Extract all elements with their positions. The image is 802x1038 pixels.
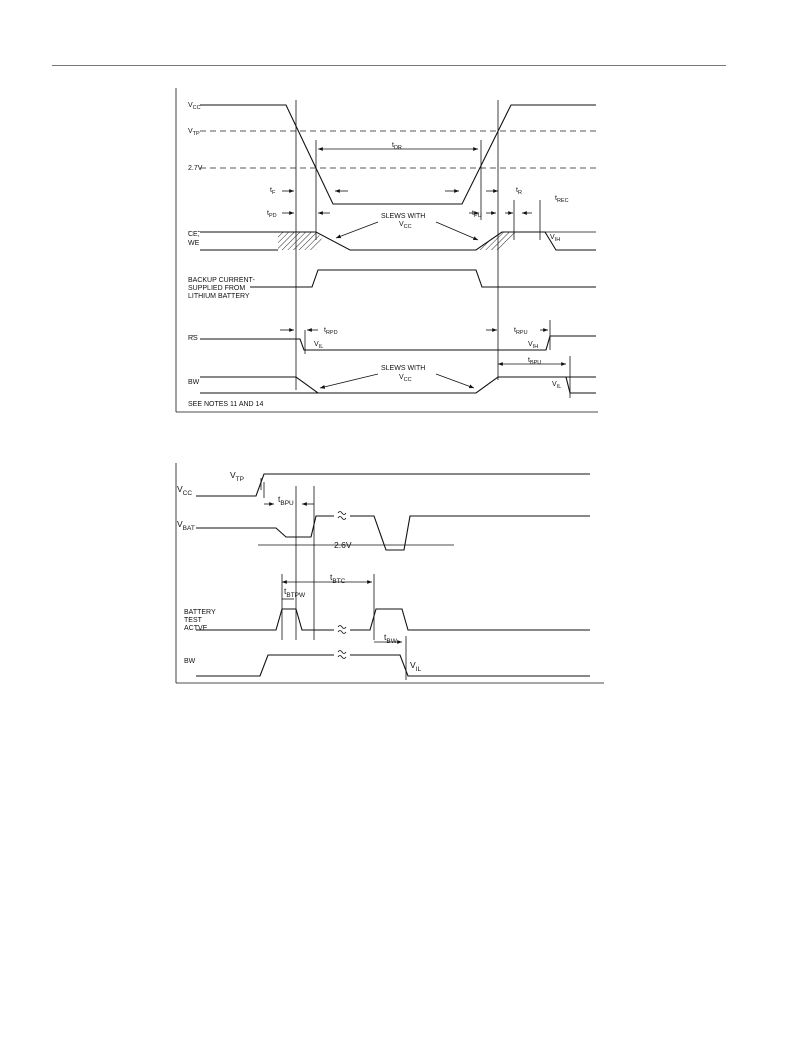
svg-text:VIL: VIL bbox=[410, 660, 421, 673]
tbpu-label: tBPU bbox=[278, 494, 294, 507]
ce-we-waveform-right bbox=[514, 231, 596, 251]
battery-break-mark bbox=[337, 625, 347, 634]
slews1-arrow-left bbox=[335, 221, 379, 239]
tpu-label: tPU bbox=[472, 210, 482, 219]
slews2-line1: SLEWS WITH bbox=[381, 365, 425, 372]
vil-label: VIL bbox=[410, 660, 421, 673]
tbw-label: tBW bbox=[384, 632, 398, 645]
svg-text:tBPU: tBPU bbox=[528, 357, 541, 366]
svg-text:tBPU: tBPU bbox=[278, 494, 294, 507]
bw-waveform-upper bbox=[200, 376, 596, 394]
notes-label: SEE NOTES 11 AND 14 bbox=[188, 401, 263, 408]
svg-text:tRPU: tRPU bbox=[514, 327, 528, 336]
svg-text:VIH: VIH bbox=[550, 234, 560, 243]
vbat-break-mark bbox=[337, 511, 347, 520]
bw-waveform-right bbox=[565, 376, 596, 394]
battery-label-line1: BATTERY bbox=[184, 609, 216, 616]
vtp-label: VTP bbox=[188, 128, 200, 137]
slews1-arrow-right bbox=[435, 221, 479, 241]
battery-test-waveform-right bbox=[350, 608, 590, 631]
svg-text:VIL: VIL bbox=[314, 341, 323, 350]
vih2-label: VIH bbox=[528, 341, 538, 350]
backup-label-line3: LITHIUM BATTERY bbox=[188, 293, 250, 300]
slews2-arrow-left bbox=[319, 373, 379, 389]
backup-label-line1: BACKUP CURRENT- bbox=[188, 277, 255, 284]
svg-text:tF: tF bbox=[270, 187, 276, 196]
we-label: WE bbox=[188, 240, 200, 247]
vil1-label: VIL bbox=[314, 341, 323, 350]
svg-text:VIL: VIL bbox=[552, 381, 561, 390]
svg-text:tPU: tPU bbox=[472, 210, 482, 219]
bw2-waveform-right bbox=[350, 654, 590, 677]
svg-text:tBTC: tBTC bbox=[330, 572, 346, 585]
svg-text:VCC: VCC bbox=[177, 484, 192, 497]
svg-text:tPD: tPD bbox=[267, 210, 277, 219]
tbpu-top-label: tBPU bbox=[528, 357, 541, 366]
trpu-label: tRPU bbox=[514, 327, 528, 336]
svg-text:tDR: tDR bbox=[392, 142, 402, 151]
svg-text:tREC: tREC bbox=[555, 195, 569, 204]
trec-label: tREC bbox=[555, 195, 569, 204]
tbtc-label: tBTC bbox=[330, 572, 346, 585]
vcc-label: VCC bbox=[188, 102, 201, 111]
ce-we-hatch-left bbox=[278, 232, 322, 250]
backup-label-line2: SUPPLIED FROM bbox=[188, 285, 245, 292]
slews1-line2: VCC bbox=[399, 221, 412, 230]
tf-label: tF bbox=[270, 187, 276, 196]
vbat-label: VBAT bbox=[177, 519, 195, 532]
svg-text:tBW: tBW bbox=[384, 632, 398, 645]
rs-waveform bbox=[200, 335, 596, 351]
bw2-label: BW bbox=[184, 658, 196, 665]
slews2-arrow-right bbox=[435, 373, 475, 389]
tpd-label: tPD bbox=[267, 210, 277, 219]
battery-label-line3: ACTVE bbox=[184, 625, 208, 632]
vcc-waveform bbox=[200, 104, 596, 205]
svg-text:tR: tR bbox=[516, 187, 522, 196]
ce-label: CE, bbox=[188, 231, 200, 238]
svg-text:tRPD: tRPD bbox=[324, 327, 338, 336]
battery-label-line2: TEST bbox=[184, 617, 203, 624]
slews2-line2: VCC bbox=[399, 374, 412, 383]
vbat-waveform-right bbox=[350, 515, 590, 551]
bw-break-mark bbox=[337, 650, 347, 659]
slews1-line1: SLEWS WITH bbox=[381, 213, 425, 220]
svg-text:VTP: VTP bbox=[230, 470, 244, 483]
svg-text:VCC: VCC bbox=[188, 102, 201, 111]
tdr-label: tDR bbox=[392, 142, 402, 151]
bw2-waveform-left bbox=[196, 654, 334, 677]
svg-text:VBAT: VBAT bbox=[177, 519, 195, 532]
backup-current-waveform bbox=[250, 269, 596, 288]
rs-label: RS bbox=[188, 335, 198, 342]
v27-label: 2.7V bbox=[188, 165, 203, 172]
tbtpw-label: tBTPW bbox=[284, 586, 306, 599]
vbat-waveform-left bbox=[196, 515, 334, 538]
trpd-label: tRPD bbox=[324, 327, 338, 336]
tr-label: tR bbox=[516, 187, 522, 196]
vil2-label: VIL bbox=[552, 381, 561, 390]
vcc2-label: VCC bbox=[177, 484, 192, 497]
v26-label: 2.6V bbox=[334, 540, 352, 550]
bw-label: BW bbox=[188, 379, 200, 386]
battery-test-waveform-left bbox=[196, 608, 334, 631]
vtp2-label: VTP bbox=[230, 470, 244, 483]
vcc2-waveform bbox=[196, 473, 590, 497]
vih1-label: VIH bbox=[550, 234, 560, 243]
page-header-rule bbox=[52, 65, 726, 66]
svg-text:VCC: VCC bbox=[399, 374, 412, 383]
svg-text:VTP: VTP bbox=[188, 128, 200, 137]
ce-we-waveform-upper bbox=[200, 231, 514, 251]
ce-we-hatch-right bbox=[476, 232, 516, 250]
svg-text:tBTPW: tBTPW bbox=[284, 586, 306, 599]
svg-text:VCC: VCC bbox=[399, 221, 412, 230]
svg-text:VIH: VIH bbox=[528, 341, 538, 350]
